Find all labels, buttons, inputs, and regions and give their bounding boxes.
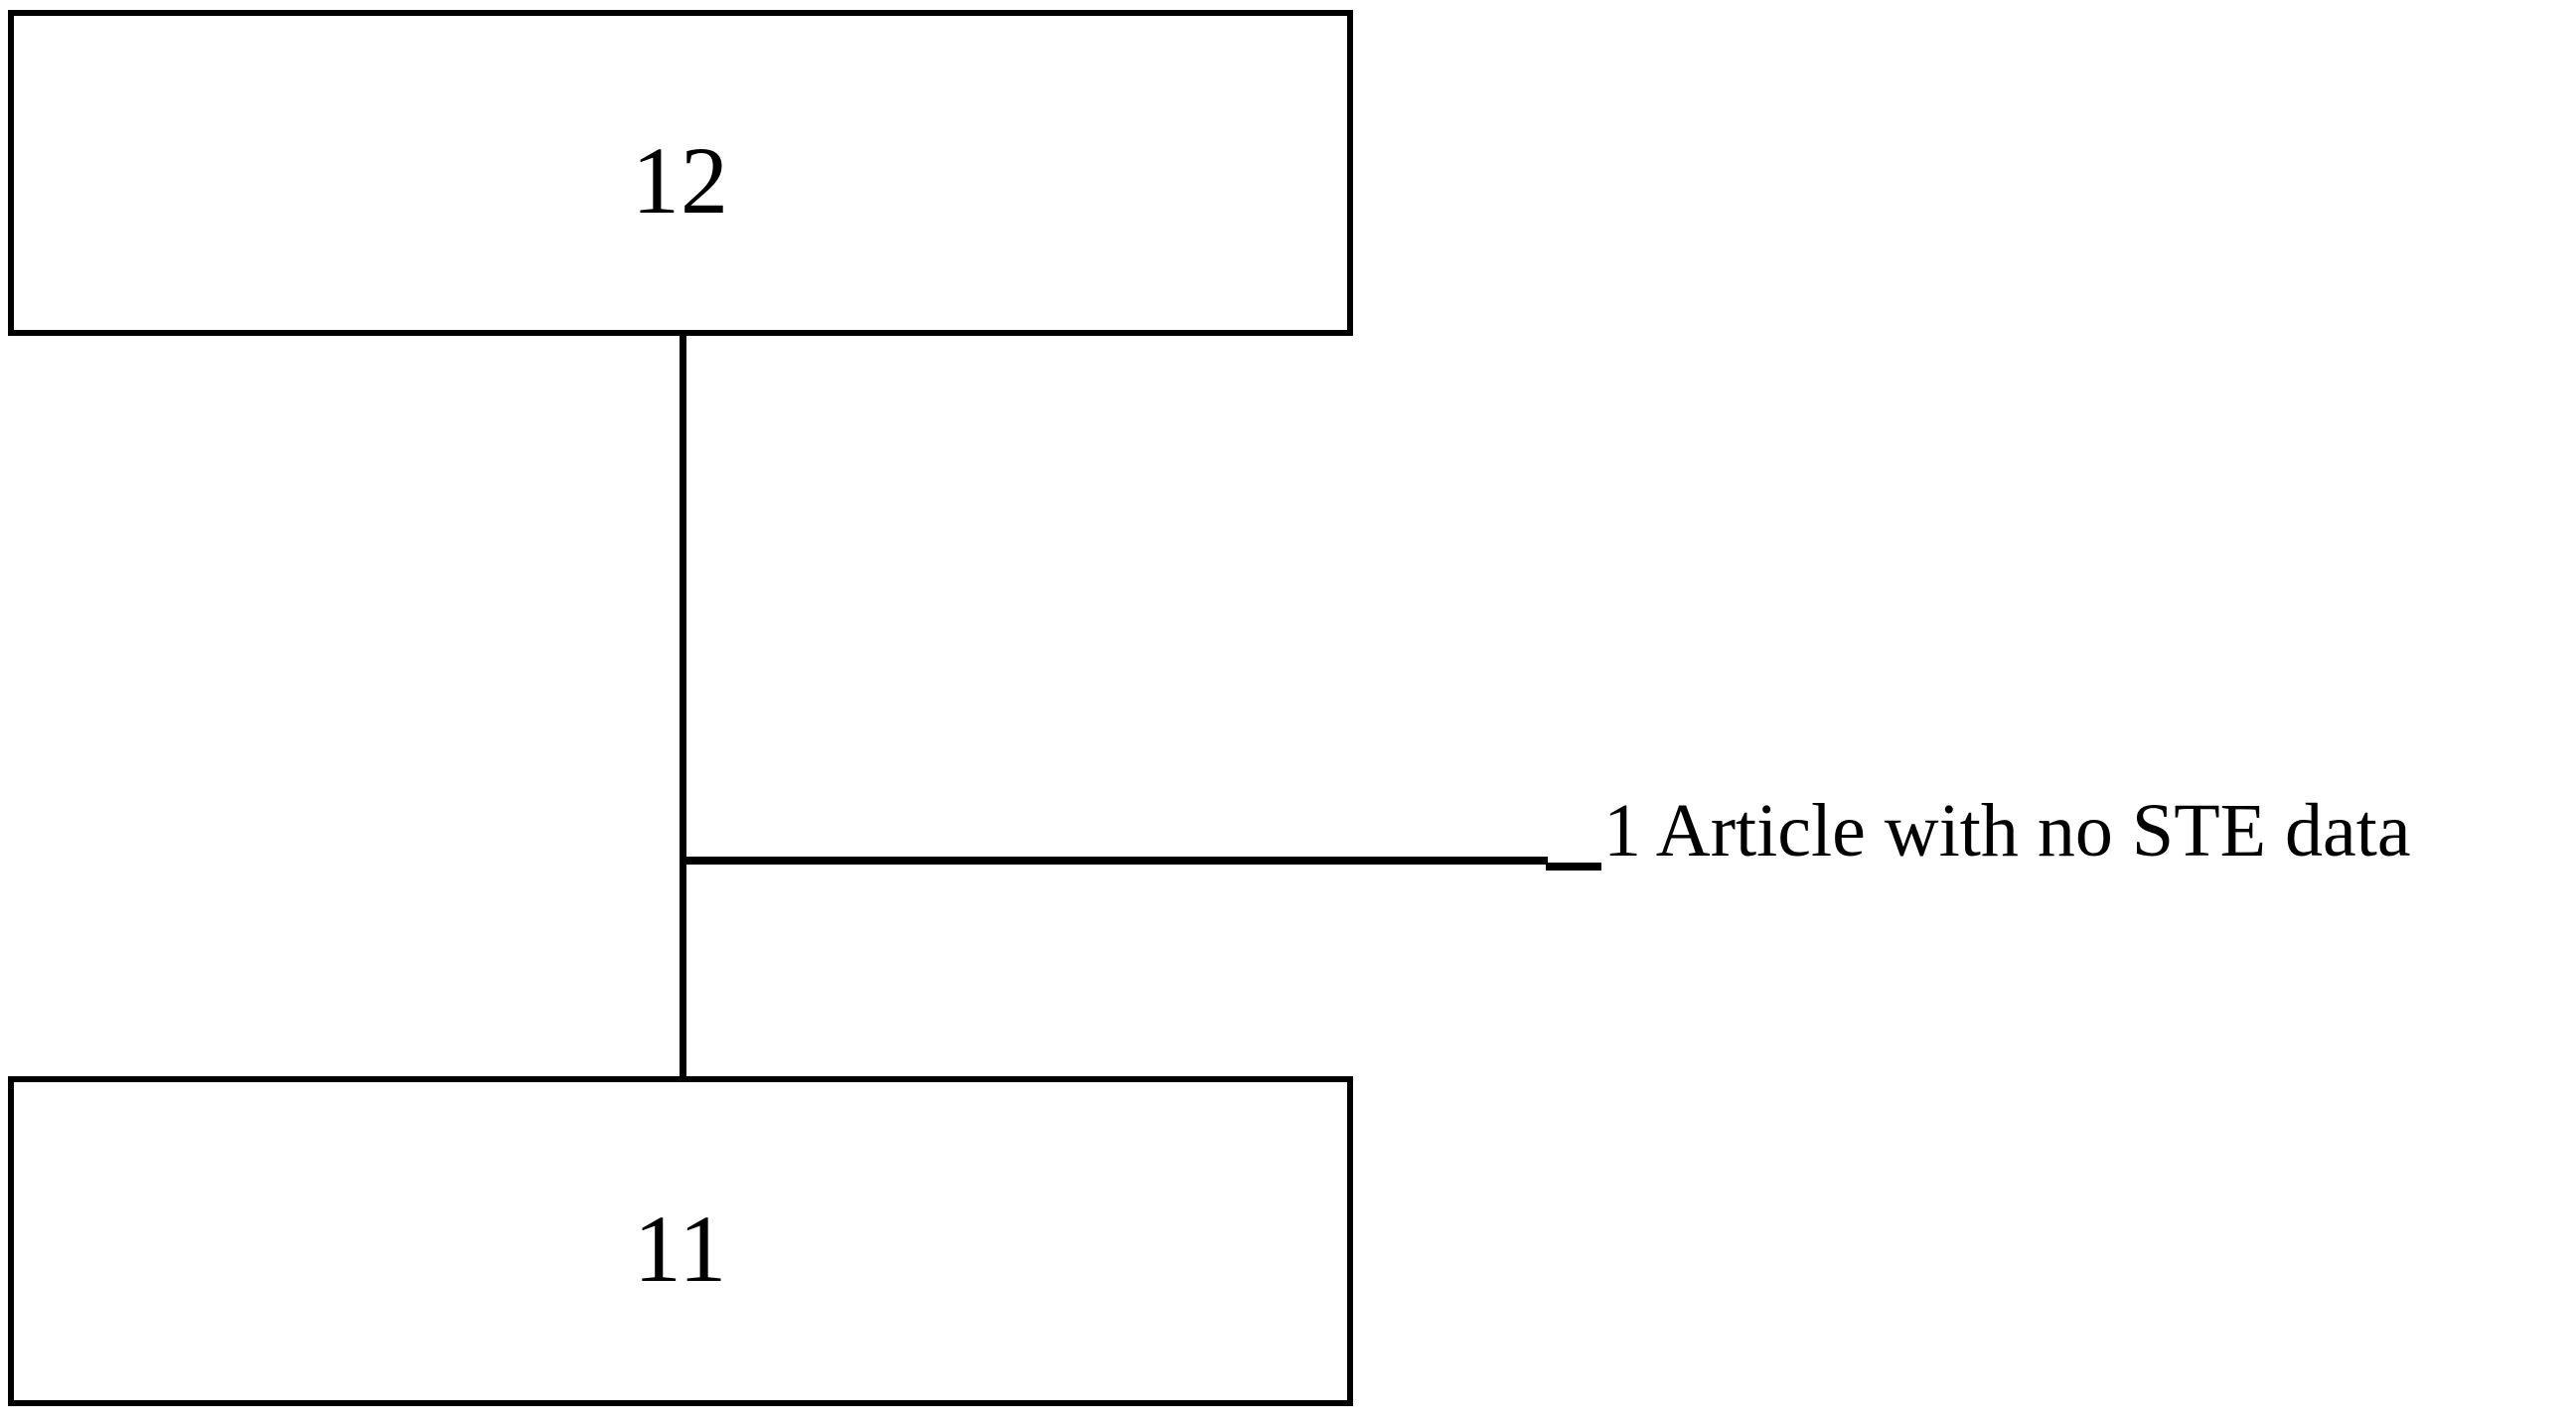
- process-box-12[interactable]: 12: [8, 10, 1353, 336]
- exclusion-annotation-text: 1 Article with no STE data: [1603, 789, 2411, 873]
- annotation-leader-line: [683, 857, 1548, 865]
- process-box-12-label: 12: [632, 127, 729, 234]
- process-box-11[interactable]: 11: [8, 1076, 1353, 1406]
- process-box-11-label: 11: [633, 1195, 728, 1302]
- vertical-connector-line: [680, 330, 686, 1082]
- annotation-leader-tail: [1546, 863, 1601, 871]
